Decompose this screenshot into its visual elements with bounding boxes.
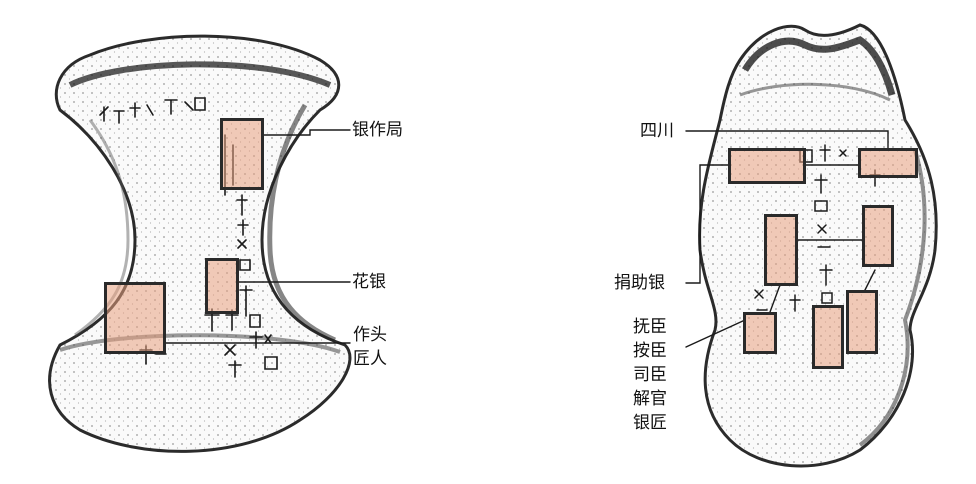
- label-sichen: 司臣: [633, 365, 667, 385]
- left-ingot-left-shadow: [74, 119, 130, 337]
- right-ingot: [698, 23, 938, 468]
- highlight-box-yinjiang: [743, 312, 777, 354]
- highlight-box-yinzuoju: [220, 118, 264, 190]
- label-yinjiang: 银匠: [633, 413, 667, 433]
- right-ingot-lip: [741, 36, 896, 96]
- label-yinzuoju: 银作局: [352, 120, 403, 140]
- right-ingot-outline: [698, 23, 938, 468]
- highlight-box-juanzhuyin: [728, 148, 806, 184]
- label-jieguan: 解官: [633, 389, 667, 409]
- connector-right-bottom: [864, 269, 876, 291]
- highlight-box-sichen: [812, 305, 844, 369]
- left-ingot-top-rim: [68, 61, 332, 88]
- leader-yinzuoju: [262, 129, 351, 136]
- highlight-box-huayin: [205, 258, 239, 314]
- label-anchen: 按臣: [633, 341, 667, 361]
- left-ingot-bottom-rim: [59, 333, 341, 354]
- label-huayin: 花银: [352, 272, 386, 292]
- label-zuotou: 作头: [353, 325, 387, 345]
- left-ingot-right-shadow: [267, 103, 336, 343]
- left-ingot: [48, 34, 352, 453]
- right-ingot-inner-rim: [739, 82, 891, 102]
- highlight-box-sichuan: [858, 148, 918, 178]
- label-zuotou-jiangren: 作头 匠人: [350, 323, 390, 371]
- highlight-box-fuchen: [862, 205, 894, 267]
- label-jiangren: 匠人: [353, 349, 387, 369]
- label-juanzhuyin: 捐助银: [614, 273, 665, 293]
- label-sichuan: 四川: [640, 121, 674, 141]
- connector-center-bottom: [769, 284, 781, 313]
- leader-juanzhuyin: [685, 164, 729, 284]
- label-fuchen: 抚臣: [633, 317, 667, 337]
- highlight-box-anchen: [846, 290, 878, 354]
- leader-sichuan: [685, 130, 889, 151]
- right-ingot-side-shadow: [858, 149, 927, 447]
- leader-officials: [685, 319, 746, 348]
- highlight-box-zuotou-jiangren: [104, 282, 166, 354]
- label-officials: 抚臣 按臣 司臣 解官 银匠: [630, 315, 670, 435]
- left-inscription-strokes: [99, 97, 278, 378]
- highlight-box-jiegan: [764, 214, 798, 286]
- leader-lines: [164, 129, 889, 348]
